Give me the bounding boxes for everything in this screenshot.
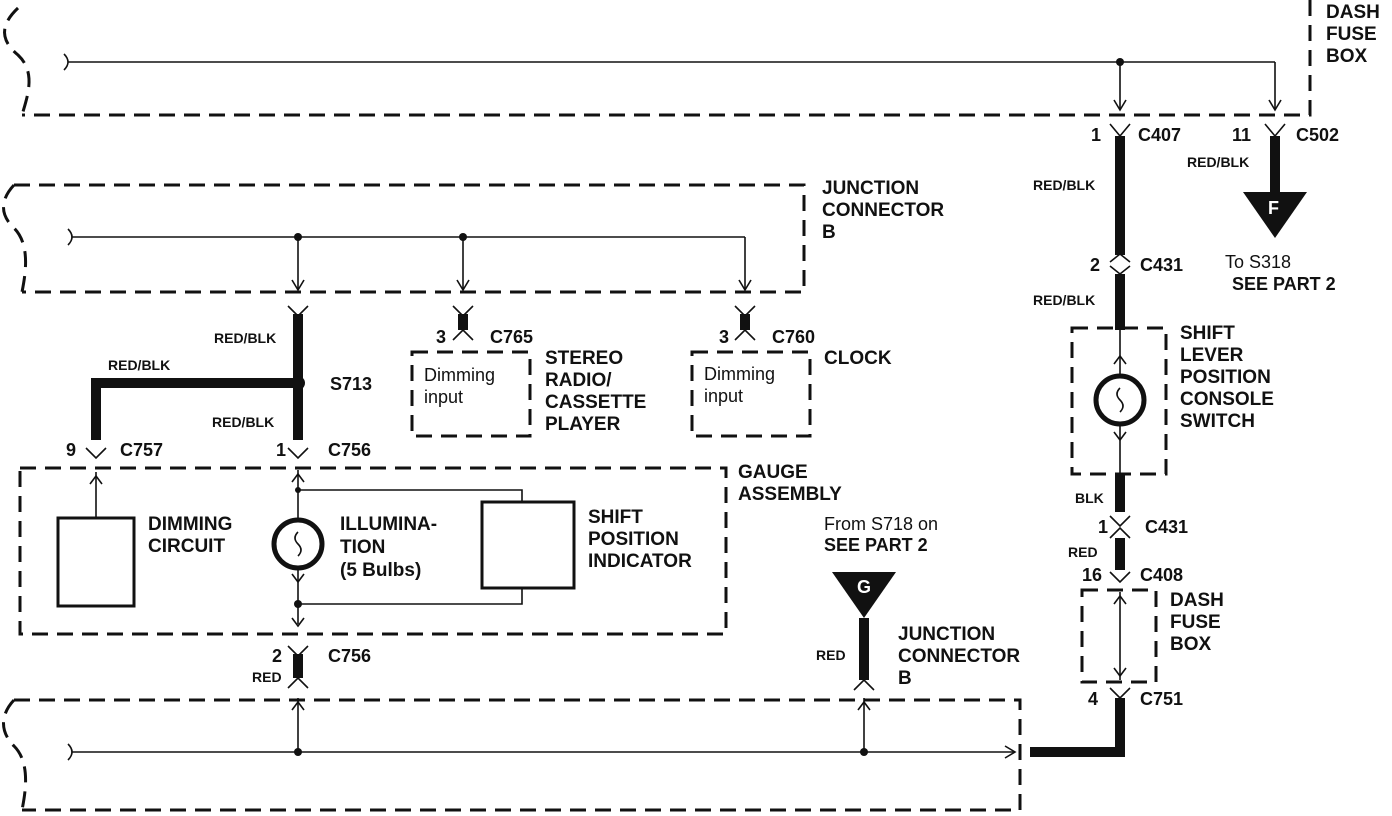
gauge-assembly-label-1: GAUGE [738,462,808,483]
junction-connector-bottom [2,698,1022,812]
connector-c765: 3 C765 [436,305,533,347]
shift-position-indicator-box [480,500,576,590]
dash-fuse-right-label-2: FUSE [1170,612,1221,633]
c408-name: C408 [1140,565,1183,585]
stereo-label-3: CASSETTE [545,392,646,413]
wire-color-red-right: RED [1068,544,1098,560]
wire-color-s713-upper: RED/BLK [214,330,276,346]
c757-name: C757 [120,440,163,460]
wire-color-g: RED [816,647,846,663]
dimming-circuit-label-1: DIMMING [148,514,232,535]
clock-dimming-input-1: Dimming [704,364,775,384]
to-s318-see-part: SEE PART 2 [1232,274,1336,294]
connector-c751: 4 C751 [1088,687,1183,709]
wire-color-c407: RED/BLK [1033,177,1095,193]
connector-c407: 1 C407 [1091,123,1181,145]
connector-c760: 3 C760 [719,305,815,347]
connector-c757: 9 C757 [66,440,163,460]
clock-label: CLOCK [824,348,892,369]
stereo-dimming-input-2: input [424,387,463,407]
dimming-circuit-box [56,516,136,608]
s713-label: S713 [330,374,372,394]
c757-pin: 9 [66,440,76,460]
shift-indicator-label-3: INDICATOR [588,551,692,572]
from-s718-label: From S718 on [824,514,938,534]
shift-lever-label-2: LEVER [1180,345,1244,366]
c756-upper-name: C756 [328,440,371,460]
connector-c756-upper: 1 C756 [276,440,371,460]
junction-top-label-3: B [822,222,836,243]
junction-connector-top: JUNCTION CONNECTOR B [2,178,944,294]
shift-lever-label-5: SWITCH [1180,411,1255,432]
shift-lever-label-4: CONSOLE [1180,389,1274,410]
c756-lower-name: C756 [328,646,371,666]
dash-fuse-right-label-3: BOX [1170,634,1212,655]
illumination-label-1: ILLUMINA- [340,514,437,535]
dimming-circuit-label-2: CIRCUIT [148,536,225,557]
c431-upper-name: C431 [1140,255,1183,275]
c756-lower-pin: 2 [272,646,282,666]
flag-g: G [832,572,896,618]
to-s318-label: To S318 [1225,252,1291,272]
connector-c431-upper: 2 C431 [1090,252,1183,276]
c765-pin: 3 [436,327,446,347]
dash-fuse-box-top-label-2: FUSE [1326,24,1377,45]
c407-name: C407 [1138,125,1181,145]
dash-fuse-box-right: DASH FUSE BOX [1080,588,1224,684]
clock: Dimming input CLOCK [690,348,892,438]
connector-c502: 11 C502 [1232,123,1339,145]
junction-bottom-label-1: JUNCTION [898,624,995,645]
c760-name: C760 [772,327,815,347]
illumination-label-2: TION [340,537,385,558]
c756-upper-pin: 1 [276,440,286,460]
stereo-dimming-input-1: Dimming [424,365,495,385]
wire-color-c431: RED/BLK [1033,292,1095,308]
stereo-label-4: PLAYER [545,414,621,435]
c408-pin: 16 [1082,565,1102,585]
shift-lever-label-1: SHIFT [1180,323,1235,344]
wire-color-blk: BLK [1075,490,1104,506]
shift-indicator-label-1: SHIFT [588,507,643,528]
wire-color-c502: RED/BLK [1187,154,1249,170]
gauge-assembly-label-2: ASSEMBLY [738,484,842,505]
dash-fuse-box-top-label-1: DASH [1326,2,1380,23]
stereo-label-2: RADIO/ [545,370,612,391]
connector-c431-lower: 1 C431 [1098,515,1188,539]
shift-lever-position-switch: SHIFT LEVER POSITION CONSOLE SWITCH [1070,323,1274,476]
c751-pin: 4 [1088,689,1098,709]
junction-bottom-label-2: CONNECTOR [898,646,1020,667]
stereo-radio-cassette-player: Dimming input STEREO RADIO/ CASSETTE PLA… [410,348,646,438]
connector-c408: 16 C408 [1082,565,1183,585]
dash-fuse-box-top: DASH FUSE BOX [3,0,1380,117]
c502-name: C502 [1296,125,1339,145]
dash-fuse-box-top-label-3: BOX [1326,46,1368,67]
from-s718-see-part: SEE PART 2 [824,535,928,555]
flag-g-letter: G [857,577,871,597]
illumination-label-3: (5 Bulbs) [340,560,421,581]
junction-top-label-1: JUNCTION [822,178,919,199]
clock-dimming-input-2: input [704,386,743,406]
c431-lower-name: C431 [1145,517,1188,537]
wire-color-c757: RED/BLK [108,357,170,373]
junction-top-label-2: CONNECTOR [822,200,944,221]
c751-name: C751 [1140,689,1183,709]
c765-name: C765 [490,327,533,347]
junction-bottom-label-3: B [898,668,912,689]
c431-upper-pin: 2 [1090,255,1100,275]
connector-c756-lower: 2 C756 RED [252,645,371,689]
c407-pin: 1 [1091,125,1101,145]
wire-color-c756-lower: RED [252,669,282,685]
dash-fuse-right-label-1: DASH [1170,590,1224,611]
c502-pin: 11 [1232,125,1251,145]
shift-indicator-label-2: POSITION [588,529,679,550]
wire-color-s713-lower: RED/BLK [212,414,274,430]
stereo-label-1: STEREO [545,348,623,369]
flag-f: F [1243,192,1307,238]
c431-lower-pin: 1 [1098,517,1108,537]
flag-f-letter: F [1268,198,1279,218]
gauge-assembly: GAUGE ASSEMBLY DIMMING CIRCUIT ILLUMINA-… [18,462,842,636]
c760-pin: 3 [719,327,729,347]
shift-lever-label-3: POSITION [1180,367,1271,388]
